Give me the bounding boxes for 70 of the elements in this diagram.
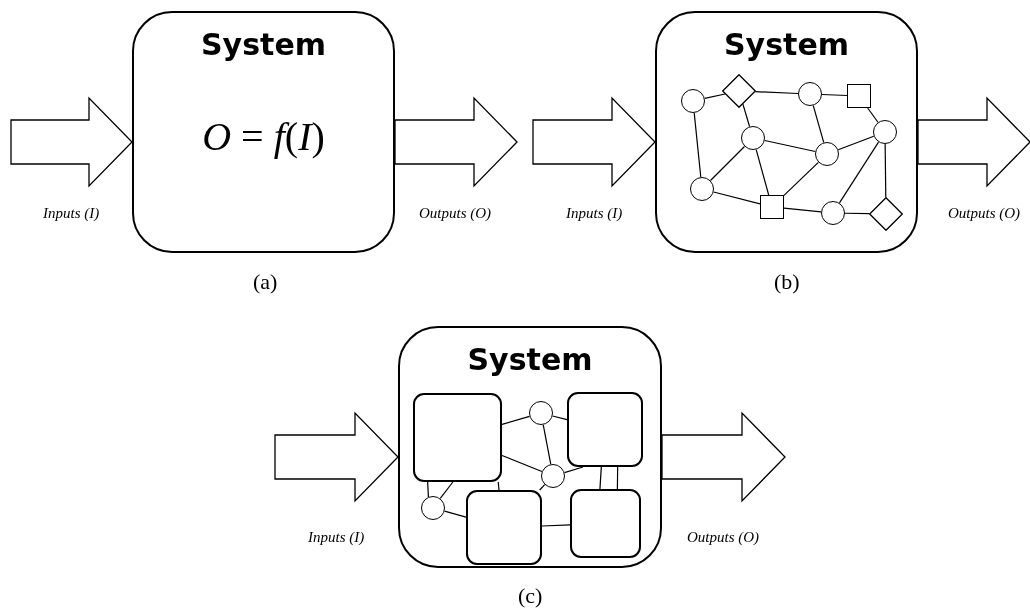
connector-line xyxy=(501,415,531,426)
flow-label: Outputs (O) xyxy=(948,204,1021,222)
circle-node xyxy=(815,142,839,166)
connector-line xyxy=(838,141,880,204)
system-box xyxy=(655,11,918,253)
connector-line xyxy=(616,466,619,490)
connector-line xyxy=(837,135,875,151)
flow-label: Inputs (I) xyxy=(308,528,365,546)
system-box xyxy=(132,11,395,253)
connector-line xyxy=(542,424,552,465)
connector-line xyxy=(783,161,819,197)
connector-line xyxy=(443,510,467,518)
connector-line xyxy=(552,415,568,421)
system-box xyxy=(398,326,662,568)
block-arrow xyxy=(532,96,656,188)
square-node xyxy=(760,195,784,219)
flow-label: Outputs (O) xyxy=(419,204,492,222)
panel-caption: (b) xyxy=(774,269,800,295)
flow-label: Outputs (O) xyxy=(687,528,760,546)
connector-line xyxy=(704,93,726,100)
circle-node xyxy=(873,120,897,144)
circle-node xyxy=(690,177,714,201)
connector-line xyxy=(599,466,602,490)
connector-line xyxy=(539,484,546,491)
connector-line xyxy=(713,191,761,205)
panel-caption: (c) xyxy=(518,583,543,609)
connector-line xyxy=(439,481,454,500)
connector-line xyxy=(709,145,746,182)
connector-line xyxy=(812,104,825,144)
connector-line xyxy=(541,524,571,527)
circle-node xyxy=(741,126,765,150)
connector-line xyxy=(844,212,870,215)
subsystem-box xyxy=(466,490,542,565)
square-node xyxy=(847,84,871,108)
connector-line xyxy=(821,93,848,97)
circle-node xyxy=(421,496,445,520)
block-arrow xyxy=(917,96,1030,188)
flow-label: Inputs (I) xyxy=(566,204,623,222)
block-arrow xyxy=(274,411,399,503)
connector-line xyxy=(783,207,822,213)
circle-node xyxy=(541,464,565,488)
circle-node xyxy=(529,401,553,425)
subsystem-box xyxy=(413,393,502,482)
subsystem-box xyxy=(570,489,641,558)
connector-line xyxy=(497,481,500,491)
connector-line xyxy=(563,466,584,474)
connector-line xyxy=(867,107,879,123)
system-title: System xyxy=(724,27,849,62)
system-title: System xyxy=(201,27,326,62)
flow-label: Inputs (I) xyxy=(43,204,100,222)
block-arrow xyxy=(10,96,133,188)
subsystem-box xyxy=(567,392,643,467)
block-arrow xyxy=(661,411,786,503)
circle-node xyxy=(681,89,705,113)
connector-line xyxy=(754,91,799,95)
diamond-node xyxy=(869,197,903,231)
connector-line xyxy=(884,143,887,198)
diamond-node xyxy=(722,74,756,108)
connector-line xyxy=(427,481,430,498)
circle-node xyxy=(821,201,845,225)
block-arrow xyxy=(394,96,518,188)
connector-line xyxy=(764,139,816,153)
equation: O = f(I) xyxy=(202,113,325,160)
circle-node xyxy=(798,82,822,106)
system-title: System xyxy=(467,342,593,377)
connector-line xyxy=(693,112,702,178)
connector-line xyxy=(501,454,543,473)
connector-line xyxy=(742,103,751,128)
connector-line xyxy=(755,148,770,196)
panel-caption: (a) xyxy=(253,269,278,295)
